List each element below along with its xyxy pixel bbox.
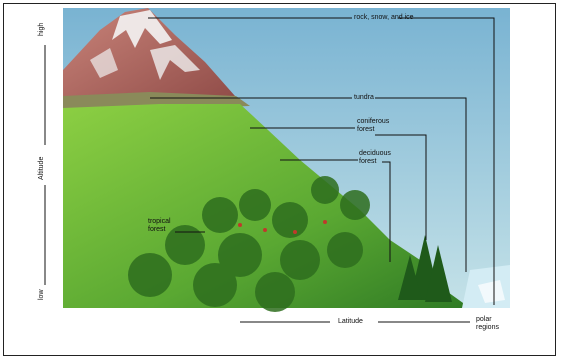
label-tropical-forest: tropical forest [148,218,171,233]
mountain-peak [63,8,235,108]
altitude-axis-label: Altitude [38,156,45,180]
tropical-fruit-dots [238,220,327,234]
snow-cap [112,10,172,48]
altitude-high-label: high [38,22,45,36]
label-polar-regions: polar regions [476,316,499,331]
tree-clusters [128,176,370,312]
label-coniferous-forest: coniferous forest [357,118,390,133]
conifer-trees [398,235,452,302]
label-deciduous-forest: deciduous forest [359,150,391,165]
latitude-axis-label: Latitude [338,318,363,325]
label-rock-snow-ice: rock, snow, and ice [354,14,414,21]
altitude-low-label: low [38,289,45,300]
label-tundra: tundra [354,94,374,101]
leader-lines [148,17,495,305]
